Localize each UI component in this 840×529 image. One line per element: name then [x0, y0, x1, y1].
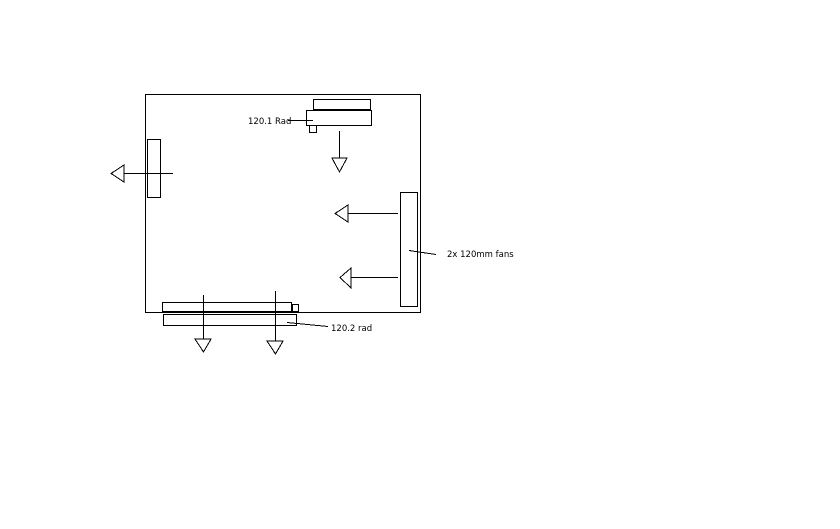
front-intake-arrow-lower-head: [339, 266, 352, 290]
bottom-radiator-fan: [162, 302, 292, 312]
top-radiator-label: 120.1 Rad: [248, 117, 291, 127]
bottom-radiator-leader-line: [286, 322, 329, 327]
top-radiator-fan: [313, 99, 371, 110]
front-fans-leader-line: [408, 250, 437, 255]
front-fans: [400, 192, 418, 307]
bottom-exhaust-arrow-left-head: [194, 338, 212, 353]
top-exhaust-arrow-head: [331, 157, 348, 174]
bottom-radiator-label: 120.2 rad: [331, 324, 372, 334]
rear-fan: [147, 139, 161, 198]
case-outline: [145, 94, 421, 313]
top-radiator: [306, 110, 372, 126]
bottom-exhaust-arrow-right-head: [266, 340, 284, 355]
top-radiator-fitting: [309, 125, 317, 133]
front-fans-label: 2x 120mm fans: [447, 250, 514, 260]
rear-exhaust-arrow-head: [110, 164, 125, 183]
bottom-radiator: [163, 314, 297, 326]
bottom-radiator-fitting: [292, 304, 299, 312]
front-intake-arrow-upper-head: [334, 204, 349, 223]
